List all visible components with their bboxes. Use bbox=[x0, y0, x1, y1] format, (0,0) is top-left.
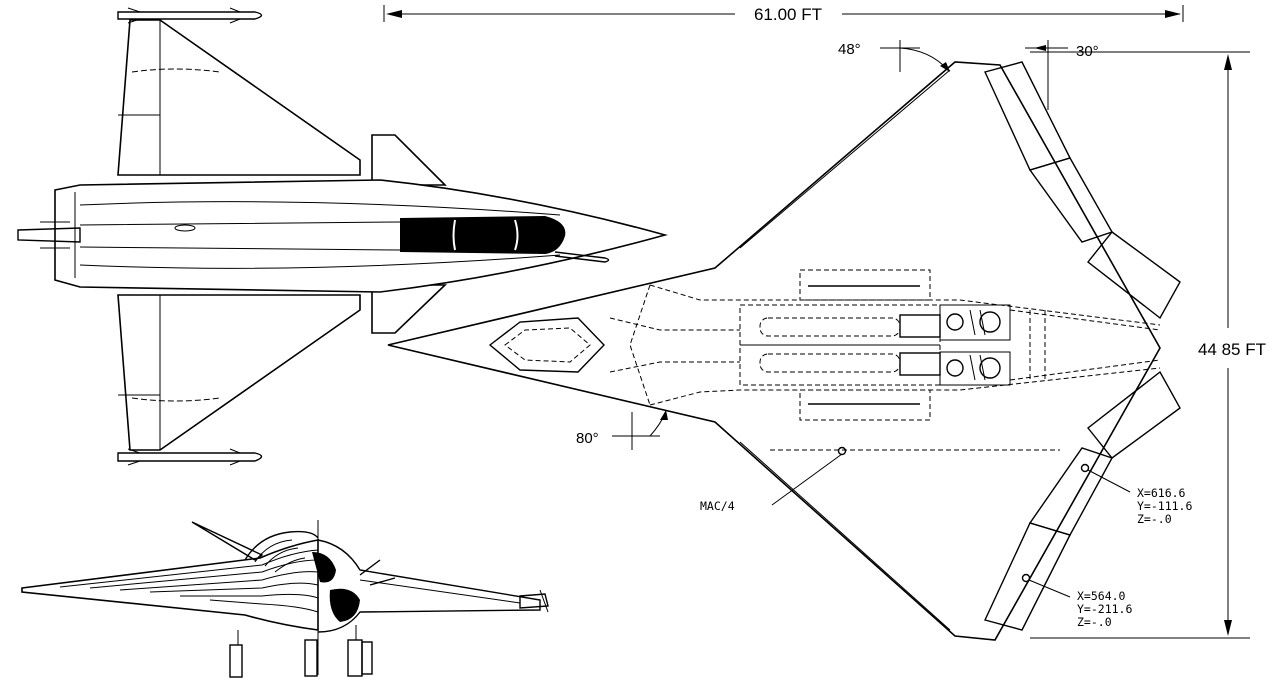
planform-outline bbox=[387, 61, 1161, 641]
top-view-upper-wing bbox=[117, 19, 361, 176]
mac-label: MAC/4 bbox=[700, 499, 735, 513]
height-dimension bbox=[1030, 51, 1250, 639]
angle-80-marker bbox=[612, 410, 668, 450]
top-view-upper-canard bbox=[371, 134, 447, 186]
angle-48-label: 48° bbox=[838, 41, 861, 58]
span-dimension bbox=[383, 5, 1184, 22]
engine-machinery bbox=[899, 304, 1011, 386]
front-view-aircraft bbox=[21, 520, 549, 678]
top-view-fuselage bbox=[54, 179, 669, 293]
angle-48-marker bbox=[880, 40, 950, 72]
top-view-aircraft bbox=[17, 7, 669, 466]
point1-x: X=616.6 bbox=[1137, 486, 1186, 500]
angle-80-label: 80° bbox=[576, 430, 599, 447]
top-view-canopy bbox=[400, 216, 566, 254]
planform-aircraft bbox=[387, 61, 1181, 641]
point1-z: Z=-.0 bbox=[1137, 512, 1172, 526]
point2-y: Y=-211.6 bbox=[1077, 602, 1132, 616]
angle-30-label: 30° bbox=[1076, 43, 1099, 60]
point2-z: Z=-.0 bbox=[1077, 615, 1112, 629]
point1-y: Y=-111.6 bbox=[1137, 499, 1192, 513]
point2-x: X=564.0 bbox=[1077, 589, 1126, 603]
height-label: 44 85 FT bbox=[1198, 340, 1266, 359]
span-label: 61.00 FT bbox=[754, 5, 822, 24]
top-view-lower-wing bbox=[117, 294, 361, 451]
angle-30-marker bbox=[1025, 40, 1068, 110]
